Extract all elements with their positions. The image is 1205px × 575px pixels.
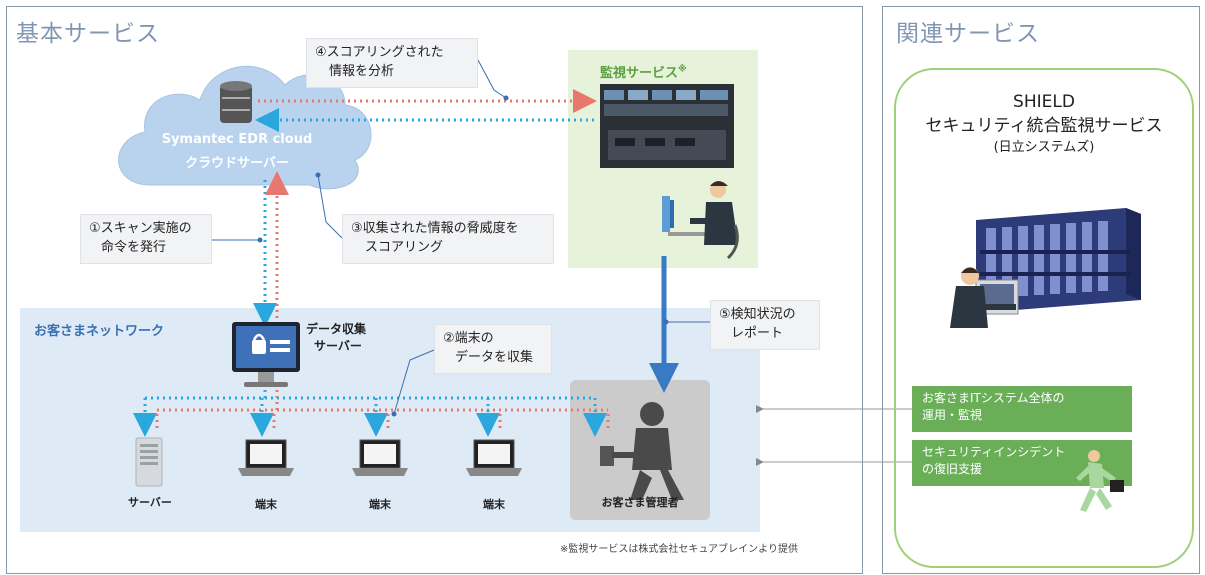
shield-title-line3: (日立システムズ) [993, 140, 1095, 155]
related-service-title: 関連サービス [896, 21, 1040, 47]
basic-service-panel [6, 6, 863, 574]
callout-step5-line2: レポート [731, 326, 784, 341]
device-label-server: サーバー [128, 496, 172, 509]
related-box-recovery-line1: セキュリティインシデント [922, 445, 1066, 459]
laptop-icon [238, 439, 294, 476]
collector-label-line2: サーバー [314, 339, 362, 353]
monitoring-room-image [600, 84, 734, 168]
device-label-terminal: 端末 [483, 498, 505, 511]
laptop-icon [466, 439, 522, 476]
callout-step5-line1: ⑤検知状況の [719, 307, 796, 322]
related-box-recovery-line2: の復旧支援 [922, 462, 983, 476]
related-box-operations: お客さまITシステム全体の 運用・監視 [912, 386, 1132, 432]
laptop-icon [352, 439, 408, 476]
admin-icon [600, 402, 684, 500]
callout-step5: ⑤検知状況の レポート [710, 300, 820, 350]
database-icon [220, 81, 252, 123]
callout-step4: ④スコアリングされた 情報を分析 [306, 38, 478, 88]
running-person-icon [1076, 450, 1124, 512]
callout-step3-line1: ③収集された情報の脅威度を [351, 221, 519, 236]
callout-step2-line1: ②端末の [443, 331, 494, 346]
callout-step3: ③収集された情報の脅威度を スコアリング [342, 214, 554, 264]
callout-step1-line1: ①スキャン実施の [89, 221, 192, 236]
callout-step3-line2: スコアリング [365, 240, 444, 255]
callout-step4-line1: ④スコアリングされた [315, 45, 444, 60]
device-label-terminal: 端末 [255, 498, 277, 511]
monitoring-service-label: 監視サービス [600, 66, 679, 81]
cloud-label-1: Symantec EDR cloud [161, 132, 313, 147]
related-box-operations-line2: 運用・監視 [922, 408, 983, 422]
collector-server-icon [232, 322, 300, 387]
datacenter-illustration [950, 208, 1141, 328]
footnote: ※監視サービスは株式会社セキュアブレインより提供 [560, 544, 798, 555]
callout-step2: ②端末の データを収集 [434, 324, 552, 374]
admin-label: お客さま管理者 [601, 496, 679, 509]
related-service-panel [882, 6, 1200, 574]
callout-step1-line2: 命令を発行 [101, 240, 167, 255]
cloud-label-2: クラウドサーバー [185, 156, 289, 171]
shield-title: SHIELD セキュリティ統合監視サービス (日立システムズ) [894, 90, 1194, 158]
cloud-shape [118, 65, 372, 190]
shield-title-line2: セキュリティ統合監視サービス [925, 116, 1163, 136]
datacenter-operator-icon [950, 267, 1019, 328]
related-box-operations-line1: お客さまITシステム全体の [922, 391, 1065, 405]
callout-step1: ①スキャン実施の 命令を発行 [80, 214, 212, 264]
device-label-terminal: 端末 [369, 498, 391, 511]
shield-box [894, 68, 1194, 568]
server-tower-icon [135, 437, 163, 487]
customer-network-title: お客さまネットワーク [34, 324, 165, 339]
monitoring-service-title: 監視サービス※ [600, 62, 687, 81]
collector-label-line1: データ収集 [306, 322, 367, 336]
callout-step4-line2: 情報を分析 [329, 64, 395, 79]
operator-icon [662, 181, 739, 260]
monitoring-service-mark: ※ [678, 64, 687, 75]
shield-title-line1: SHIELD [1013, 92, 1075, 112]
collector-label: データ収集 サーバー [306, 320, 366, 354]
basic-service-title: 基本サービス [16, 21, 160, 47]
callout-step2-line2: データを収集 [455, 350, 534, 365]
